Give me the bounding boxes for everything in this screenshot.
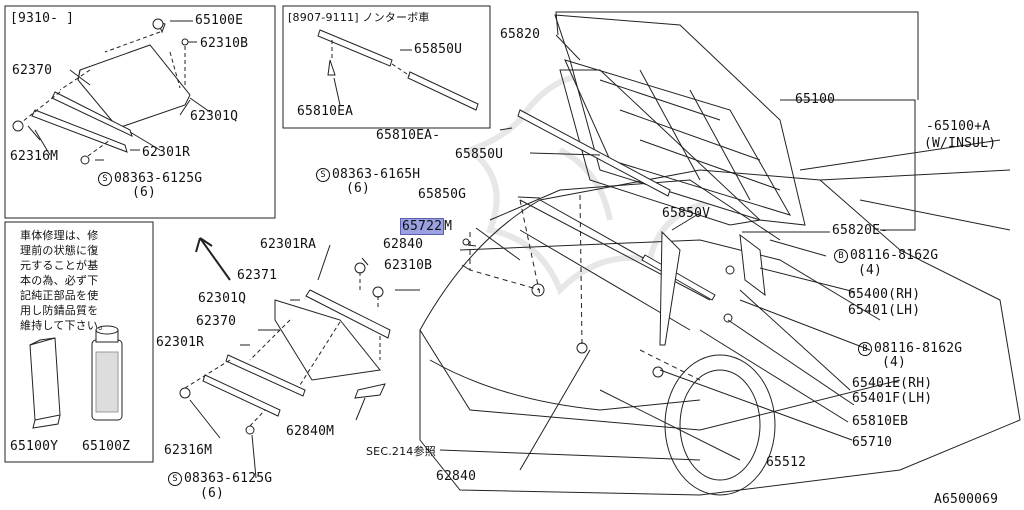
inset-panel-drawing xyxy=(12,18,211,165)
label-65100A: -65100+A xyxy=(926,119,991,134)
hood-drawing xyxy=(554,14,806,226)
label-65100E: 65100E xyxy=(195,13,244,28)
label-62301Q: 62301Q xyxy=(198,291,247,306)
notice-line-2: 理前の状態に復 xyxy=(20,244,99,257)
clip-ea-number: 65810EA xyxy=(376,128,433,143)
label-65401F: 65401F(LH) xyxy=(852,391,933,406)
label-62301Q-inset: 62301Q xyxy=(190,109,239,124)
label-62316M: 62316M xyxy=(164,443,213,458)
bolt-bot-symbol: B xyxy=(858,342,872,356)
notice-products xyxy=(29,325,123,429)
label-65850V: 65850V xyxy=(662,206,711,221)
label-65401E: 65401E(RH) xyxy=(852,376,933,391)
label-65400RH: 65400(RH) xyxy=(848,287,921,302)
label-62310B-inset: 62310B xyxy=(200,36,249,51)
label-w-insul: (W/INSUL) xyxy=(924,136,997,151)
label-65512: 65512 xyxy=(766,455,807,470)
label-65820: 65820 xyxy=(500,27,541,42)
inset-turbo-drawing xyxy=(317,29,479,111)
label-62316M-inset: 62316M xyxy=(10,149,59,164)
bolt-top-number: 08116-8162G xyxy=(850,248,939,263)
inset-box-9310 xyxy=(4,5,276,219)
notice-line-1: 車体修理は、修 xyxy=(20,229,99,242)
label-65401LH: 65401(LH) xyxy=(848,303,921,318)
notice-line-4: 本の為、必ず下 xyxy=(20,274,99,287)
label-62301RA: 62301RA xyxy=(260,237,317,252)
car-body-drawing xyxy=(419,139,1021,496)
leader-lines xyxy=(34,11,919,479)
seal-parts xyxy=(462,109,766,378)
inset-turbo-header: [8907-9111] ノンターボ車 xyxy=(288,11,430,24)
notice-line-5: 記純正部品を使 xyxy=(20,289,99,302)
label-screw-6165H-qty: (6) xyxy=(346,181,371,196)
label-62840-lower: 62840 xyxy=(436,469,477,484)
label-65810EB: 65810EB xyxy=(852,414,909,429)
screw-bot-symbol: S xyxy=(168,472,182,486)
notice-line-3: 元することが基 xyxy=(20,259,99,272)
label-62301R-inset: 62301R xyxy=(142,145,191,160)
bolt-top-symbol: B xyxy=(834,249,848,263)
direction-arrow xyxy=(195,237,231,281)
hood-insul-number: 65100+A xyxy=(934,119,991,134)
exploded-strips xyxy=(179,262,391,435)
label-62310B: 62310B xyxy=(384,258,433,273)
label-bolt-top-qty: (4) xyxy=(858,263,883,278)
screw-symbol: S xyxy=(98,172,112,186)
label-bolt-bot-qty: (4) xyxy=(882,355,907,370)
label-screw-inset-qty: (6) xyxy=(132,185,157,200)
hood-panel-e-number: 65820E xyxy=(832,223,881,238)
label-62370-inset: 62370 xyxy=(12,63,53,78)
notice-line-7: 維持して下さい。 xyxy=(20,319,110,332)
notice-box xyxy=(4,221,154,463)
label-65810EA-inset: 65810EA xyxy=(297,104,354,119)
label-65810EA: 65810EA- xyxy=(376,128,441,143)
highlighted-part-65722[interactable]: 65722 xyxy=(400,218,445,235)
label-65100Y: 65100Y xyxy=(10,439,59,454)
label-65100: 65100 xyxy=(795,92,836,107)
label-65100Z: 65100Z xyxy=(82,439,131,454)
label-65850U: 65850U xyxy=(455,147,504,162)
label-62840M: 62840M xyxy=(286,424,335,439)
label-62371: 62371 xyxy=(237,268,278,283)
screw-top-symbol: S xyxy=(316,168,330,182)
notice-line-6: 用し防錆品質を xyxy=(20,304,99,317)
screw-top-number: 08363-6165H xyxy=(332,167,421,182)
label-62840-upper: 62840 xyxy=(383,237,424,252)
inset-9310-header: [9310- ] xyxy=(10,11,75,26)
label-65850U-inset: 65850U xyxy=(414,42,463,57)
label-65710: 65710 xyxy=(852,435,893,450)
label-65820E: 65820E- xyxy=(832,223,889,238)
label-62301R: 62301R xyxy=(156,335,205,350)
screw-inset-number: 08363-6125G xyxy=(114,171,203,186)
lock-suffix: M xyxy=(444,219,453,234)
screw-bot-number: 08363-6125G xyxy=(184,471,273,486)
label-65850G: 65850G xyxy=(418,187,467,202)
label-screw-6125G-qty: (6) xyxy=(200,486,225,501)
inset-box-turbo xyxy=(282,5,491,129)
label-62370: 62370 xyxy=(196,314,237,329)
diagram-id: A6500069 xyxy=(934,492,999,507)
label-sec-ref: SEC.214参照 xyxy=(366,445,436,458)
bolt-bot-number: 08116-8162G xyxy=(874,341,963,356)
